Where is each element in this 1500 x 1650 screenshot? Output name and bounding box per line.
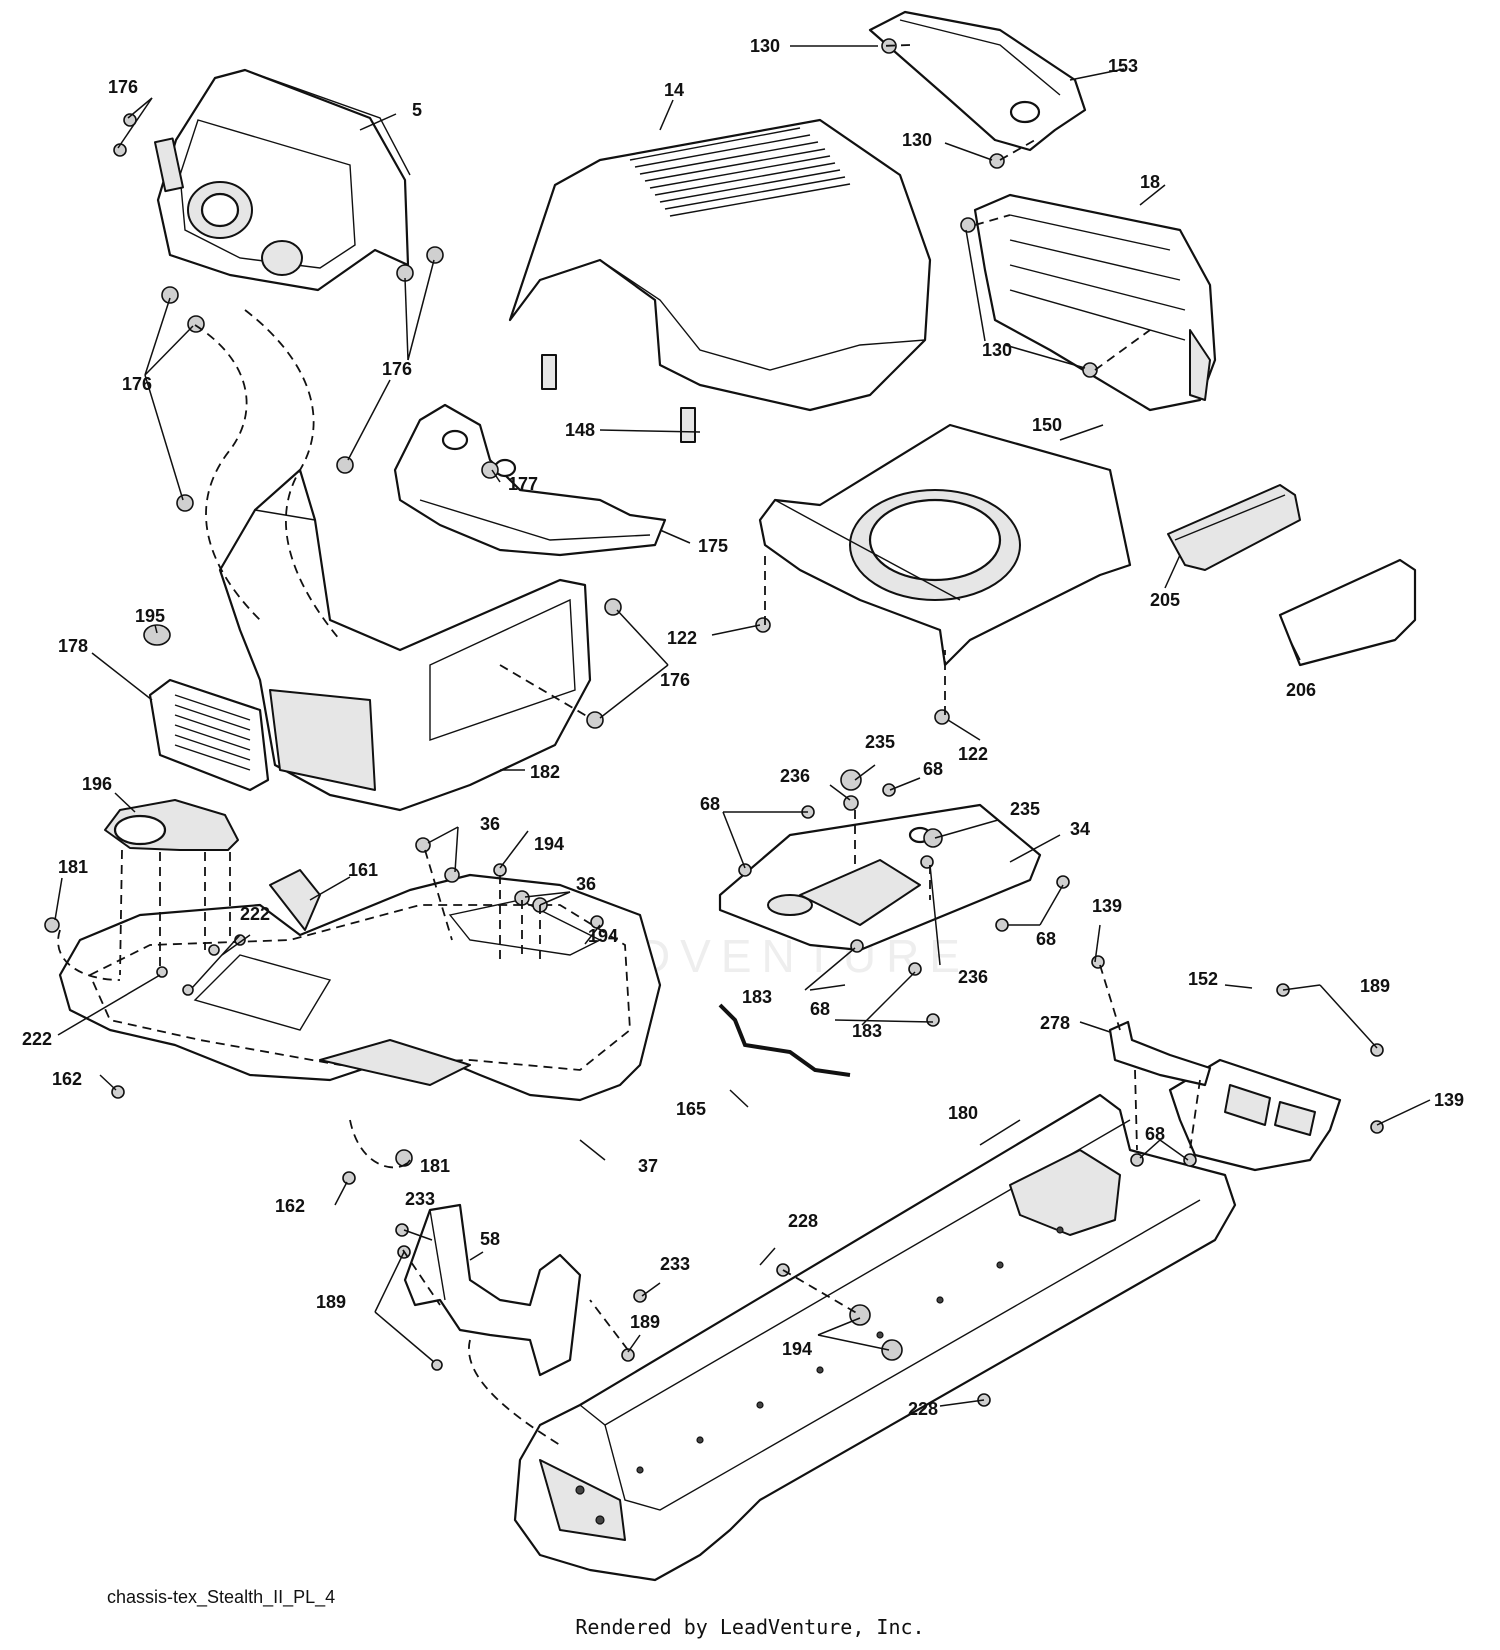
callout-176-left: 176 [122, 374, 152, 394]
callout-181-low: 181 [420, 1156, 450, 1176]
callout-36-mid: 36 [576, 874, 596, 894]
callout-122-top: 122 [667, 628, 697, 648]
callout-68-c: 68 [1036, 929, 1056, 949]
callout-labels: 5 14 153 130 130 18 130 176 176 176 176 … [22, 36, 1464, 1419]
part-278-bracket [1108, 1020, 1212, 1087]
assembly-dashed-lines [57, 44, 1201, 1446]
callout-177: 177 [508, 474, 538, 494]
callout-236-mid: 236 [958, 967, 988, 987]
callout-182: 182 [530, 762, 560, 782]
diagram-name: chassis-tex_Stealth_II_PL_4 [107, 1587, 336, 1607]
part-205-hood-accessory [1167, 484, 1301, 571]
leader-lines [54, 45, 1431, 1407]
callout-176-lower: 176 [660, 670, 690, 690]
callout-181-top: 181 [58, 857, 88, 877]
part-58-bracket [403, 1203, 582, 1377]
part-180-frame [513, 1093, 1237, 1582]
callout-228-b: 228 [908, 1399, 938, 1419]
part-148-hood-bumpers [541, 354, 696, 443]
part-5-dash-panel [153, 68, 411, 292]
part-206-hood-accessory [1278, 558, 1417, 667]
callout-235-top: 235 [865, 732, 895, 752]
part-182-lower-shroud [218, 468, 592, 812]
callout-180: 180 [948, 1103, 978, 1123]
callout-68-a: 68 [923, 759, 943, 779]
callout-194-low: 194 [782, 1339, 812, 1359]
callout-165: 165 [676, 1099, 706, 1119]
part-37-foot-plate [58, 873, 662, 1102]
callout-5: 5 [412, 100, 422, 120]
callout-58: 58 [480, 1229, 500, 1249]
callout-176-top: 176 [108, 77, 138, 97]
callout-183-a: 183 [742, 987, 772, 1007]
callout-183-b: 183 [852, 1021, 882, 1041]
callout-178: 178 [58, 636, 88, 656]
callout-228-a: 228 [788, 1211, 818, 1231]
callout-18: 18 [1140, 172, 1160, 192]
callout-68-e: 68 [1145, 1124, 1165, 1144]
part-152-bracket [1168, 1058, 1342, 1172]
part-34-mount-plate [718, 803, 1042, 952]
callout-37: 37 [638, 1156, 658, 1176]
callout-68-b: 68 [700, 794, 720, 814]
part-175-bracket [393, 403, 667, 557]
callout-222-right: 222 [240, 904, 270, 924]
callout-130-mid: 130 [902, 130, 932, 150]
callout-139-b: 139 [1434, 1090, 1464, 1110]
render-credit: Rendered by LeadVenture, Inc. [575, 1615, 925, 1639]
callout-195: 195 [135, 606, 165, 626]
callout-206: 206 [1286, 680, 1316, 700]
part-196-cup-holder [104, 799, 239, 851]
callout-130-low: 130 [982, 340, 1012, 360]
callout-175: 175 [698, 536, 728, 556]
callout-68-d: 68 [810, 999, 830, 1019]
part-150-cover [758, 423, 1132, 667]
part-195-plug [143, 624, 171, 646]
callout-235-mid: 235 [1010, 799, 1040, 819]
part-165-rod [718, 1003, 851, 1077]
part-18-grille [973, 193, 1217, 412]
callout-130-top: 130 [750, 36, 780, 56]
part-14-hood [508, 118, 932, 412]
part-178-grille-plate [148, 678, 270, 792]
callout-189-c: 189 [630, 1312, 660, 1332]
callout-189-a: 189 [1360, 976, 1390, 996]
callout-36-top: 36 [480, 814, 500, 834]
callout-176-right: 176 [382, 359, 412, 379]
callout-196: 196 [82, 774, 112, 794]
callout-236-top: 236 [780, 766, 810, 786]
callout-278: 278 [1040, 1013, 1070, 1033]
callout-162-low: 162 [275, 1196, 305, 1216]
callout-152: 152 [1188, 969, 1218, 989]
part-153-bumper-cover [868, 10, 1087, 152]
callout-189-b: 189 [316, 1292, 346, 1312]
callout-122-low: 122 [958, 744, 988, 764]
callout-222-left: 222 [22, 1029, 52, 1049]
callout-162-left: 162 [52, 1069, 82, 1089]
callout-233-b: 233 [660, 1254, 690, 1274]
callout-153: 153 [1108, 56, 1138, 76]
callout-161: 161 [348, 860, 378, 880]
callout-14: 14 [664, 80, 684, 100]
callout-233-a: 233 [405, 1189, 435, 1209]
callout-194-top: 194 [534, 834, 564, 854]
callout-194-mid: 194 [588, 926, 618, 946]
callout-139-a: 139 [1092, 896, 1122, 916]
callout-148: 148 [565, 420, 595, 440]
callout-150: 150 [1032, 415, 1062, 435]
callout-34: 34 [1070, 819, 1090, 839]
callout-205: 205 [1150, 590, 1180, 610]
